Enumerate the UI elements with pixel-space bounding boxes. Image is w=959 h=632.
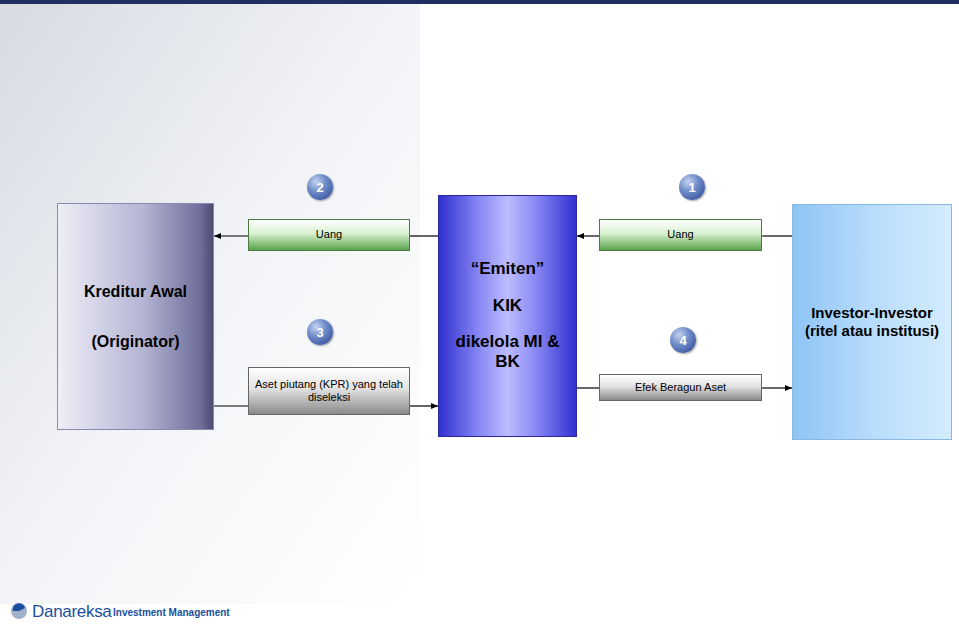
callout-circle: 2 xyxy=(307,174,333,200)
node-text: Uang xyxy=(316,228,342,241)
node-text: (Originator) xyxy=(92,332,180,351)
flow-arrow xyxy=(577,235,599,236)
building-watermark xyxy=(0,4,420,604)
node-text: Kreditur Awal xyxy=(84,282,187,301)
issuer-box: “Emiten” KIK dikelola MI & BK xyxy=(438,195,577,437)
callout-number: 4 xyxy=(679,333,686,348)
logo-icon xyxy=(11,603,27,619)
flow-label-box: Aset piutang (KPR) yang telah diseleksi xyxy=(248,367,410,415)
logo-text: Danareksa xyxy=(32,602,112,622)
callout-number: 3 xyxy=(316,325,323,340)
flow-arrow xyxy=(214,235,248,236)
flow-arrow xyxy=(410,235,438,236)
flow-label-box: Uang xyxy=(599,219,762,251)
top-bar xyxy=(0,0,959,4)
logo: Investment Management xyxy=(113,607,230,618)
flow-label-box: Uang xyxy=(248,219,410,251)
originator-box: Kreditur Awal (Originator) xyxy=(57,203,214,430)
callout-circle: 4 xyxy=(670,327,696,353)
flow-arrow xyxy=(410,405,438,406)
investor-box: Investor-Investor (ritel atau institusi) xyxy=(792,204,952,440)
logo: Danareksa xyxy=(32,602,112,622)
flow-arrow xyxy=(214,405,248,406)
node-text: “Emiten” xyxy=(471,259,545,279)
node-text: Efek Beragun Aset xyxy=(635,381,726,394)
node-text: Uang xyxy=(667,228,693,241)
node-text: Investor-Investor (ritel atau institusi) xyxy=(799,304,945,340)
flow-arrow xyxy=(762,387,792,388)
node-text: dikelola MI & BK xyxy=(445,332,570,373)
callout-number: 2 xyxy=(316,180,323,195)
flow-arrow xyxy=(762,235,792,236)
logo-subtext: Investment Management xyxy=(113,607,230,618)
flow-arrow xyxy=(577,387,599,388)
callout-circle: 3 xyxy=(307,319,333,345)
callout-circle: 1 xyxy=(679,174,705,200)
node-text: KIK xyxy=(493,296,522,316)
flow-label-box: Efek Beragun Aset xyxy=(599,374,762,401)
node-text: Aset piutang (KPR) yang telah diseleksi xyxy=(255,378,403,404)
callout-number: 1 xyxy=(688,180,695,195)
